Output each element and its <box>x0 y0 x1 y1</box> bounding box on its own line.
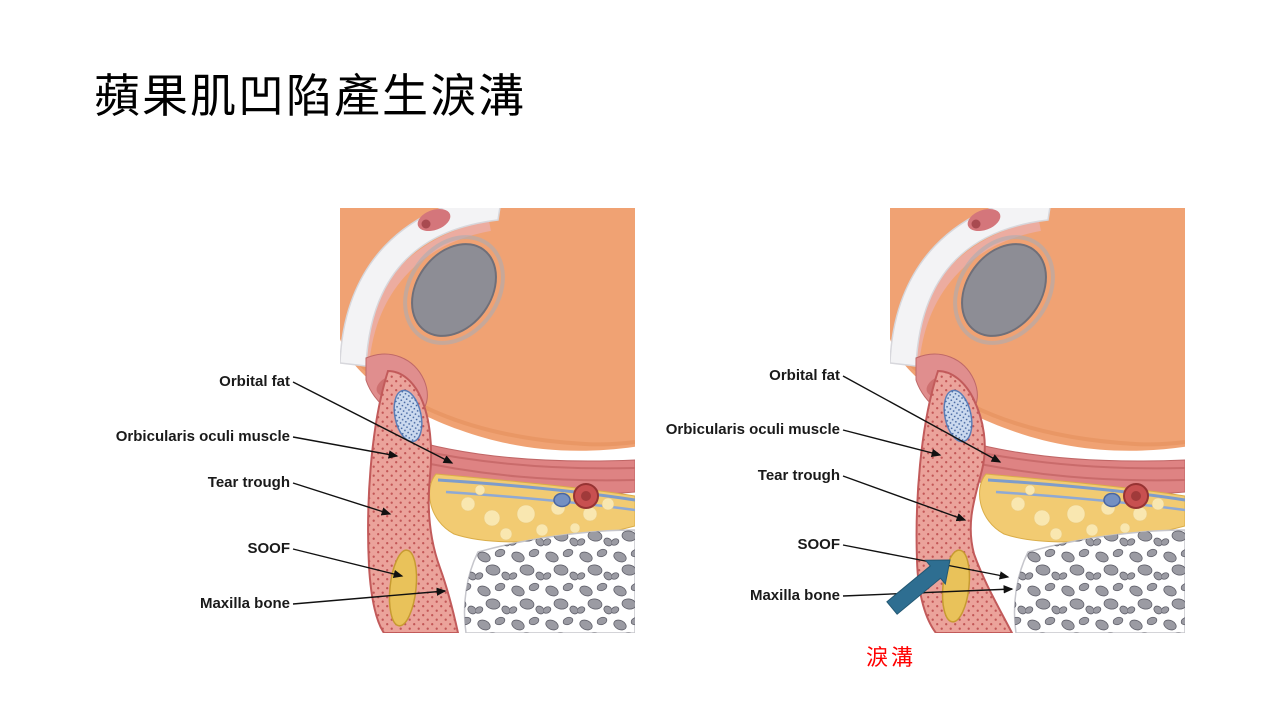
maxilla-bone-trabeculae <box>1014 530 1185 633</box>
panel-normal-anatomy: Orbital fat Orbicularis oculi muscle Tea… <box>100 205 635 635</box>
page-title: 蘋果肌凹陷產生淚溝 <box>94 71 526 122</box>
label-maxilla: Maxilla bone <box>199 595 290 612</box>
label-tear-trough: Tear trough <box>757 467 840 484</box>
label-orbicularis: Orbicularis oculi muscle <box>115 428 290 445</box>
tear-trough-annotation: 淚溝 <box>866 645 917 670</box>
anatomy-illustration-normal <box>340 208 635 633</box>
orbital-rim-band <box>890 208 1051 367</box>
eye-lens <box>961 243 1047 337</box>
panel-tear-trough: Orbital fat Orbicularis oculi muscle Tea… <box>650 205 1185 635</box>
vessel-artery-lumen <box>1131 491 1141 501</box>
lens-halo <box>953 235 1055 345</box>
label-maxilla: Maxilla bone <box>749 587 840 604</box>
anatomy-illustration-tear-trough <box>890 208 1185 633</box>
label-soof: SOOF <box>797 536 840 553</box>
label-orbital-fat: Orbital fat <box>219 373 290 390</box>
upper-lid-spot <box>971 219 981 229</box>
label-tear-trough: Tear trough <box>207 474 290 491</box>
label-orbital-fat: Orbital fat <box>769 367 840 384</box>
label-orbicularis: Orbicularis oculi muscle <box>665 421 840 438</box>
eye-lens <box>411 243 497 337</box>
fat-fiber <box>987 478 1185 502</box>
vessel-vein <box>1103 492 1121 508</box>
vessel-artery-lumen <box>581 491 591 501</box>
vessel-vein <box>553 492 571 508</box>
orbital-rim-band <box>340 208 501 367</box>
maxilla-bone-trabeculae <box>464 530 635 633</box>
lens-halo <box>403 235 505 345</box>
fat-lobules <box>1010 484 1165 541</box>
fat-lobules <box>460 484 615 541</box>
upper-lid-spot <box>421 219 431 229</box>
label-soof: SOOF <box>247 540 290 557</box>
fat-fiber <box>437 478 635 502</box>
